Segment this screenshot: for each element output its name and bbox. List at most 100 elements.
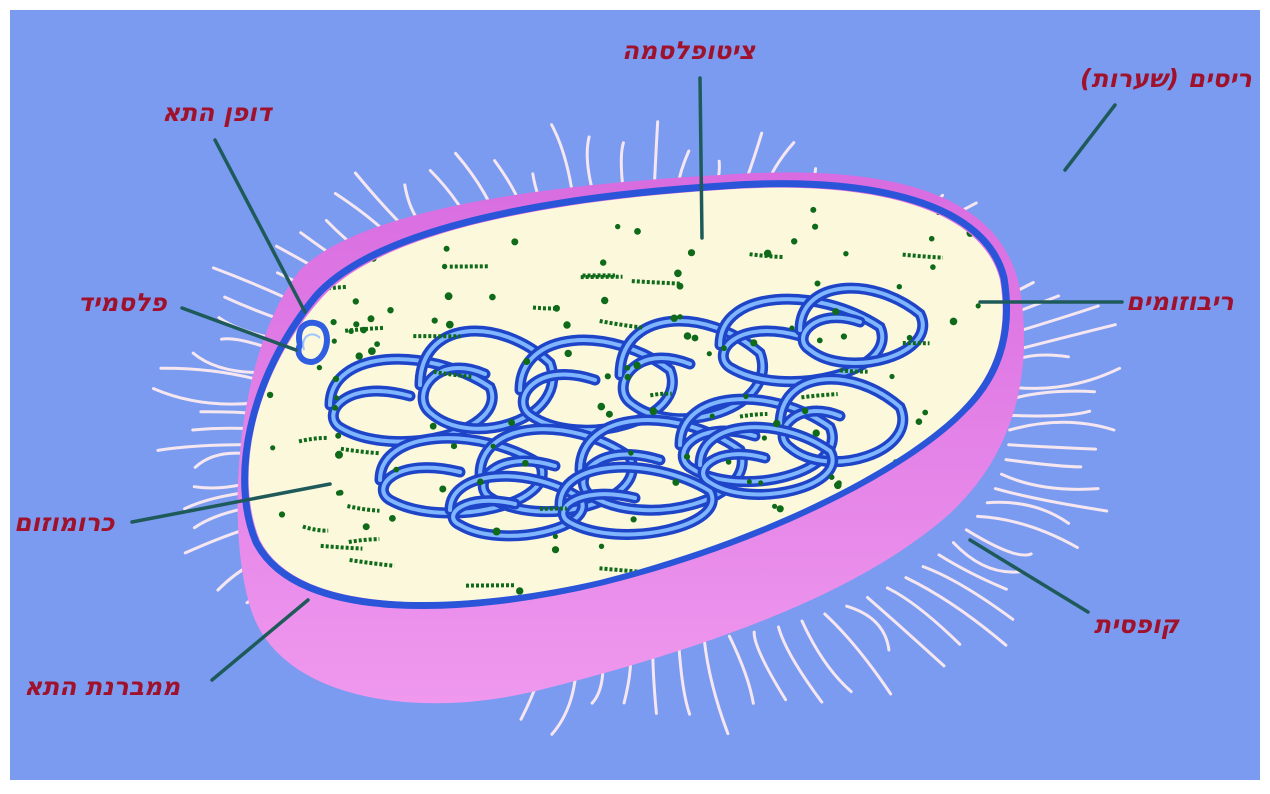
ribosome xyxy=(684,454,689,459)
ribosome xyxy=(829,475,834,480)
ribosome xyxy=(774,420,780,426)
label-pili: ריסים (שערות) xyxy=(1080,64,1252,93)
ribosome xyxy=(815,281,820,286)
ribosome xyxy=(430,423,436,429)
ribosome xyxy=(354,322,359,327)
ribosome xyxy=(606,411,612,417)
ribosome xyxy=(523,460,529,466)
ribosome xyxy=(599,544,603,548)
ribosome xyxy=(625,366,630,371)
ribosome xyxy=(747,480,751,484)
ribosome-chain xyxy=(321,546,363,549)
ribosome xyxy=(710,414,714,418)
ribosome xyxy=(792,239,797,244)
ribosome xyxy=(390,516,396,522)
ribosome xyxy=(813,430,819,436)
ribosome xyxy=(841,334,846,339)
ribosome xyxy=(744,394,748,398)
ribosome xyxy=(673,479,679,485)
label-plasmid: פלסמיד xyxy=(78,288,167,317)
ribosome xyxy=(833,309,839,315)
ribosome xyxy=(331,320,336,325)
ribosome xyxy=(509,420,515,426)
ribosome xyxy=(773,504,777,508)
ribosome xyxy=(375,342,380,347)
ribosome xyxy=(335,396,339,400)
ribosome xyxy=(517,588,523,594)
ribosome xyxy=(650,408,657,415)
ribosome xyxy=(762,436,766,440)
ribosome xyxy=(907,335,912,340)
ribosome xyxy=(267,392,272,397)
ribosome xyxy=(777,506,783,512)
label-chromosome: כרומוזום xyxy=(14,508,114,537)
ribosome xyxy=(446,321,453,328)
ribosome xyxy=(442,264,446,268)
ribosome xyxy=(353,299,358,304)
ribosome xyxy=(629,451,633,455)
ribosome xyxy=(813,224,818,229)
ribosome xyxy=(332,339,336,343)
ribosome xyxy=(931,265,936,270)
ribosome xyxy=(394,467,399,472)
ribosome xyxy=(338,490,343,495)
ribosome xyxy=(835,482,842,489)
ribosome xyxy=(451,444,456,449)
ribosome xyxy=(678,315,682,319)
ribosome xyxy=(890,374,894,378)
ribosome xyxy=(759,481,763,485)
ribosome xyxy=(271,446,275,450)
ribosome xyxy=(598,403,605,410)
ribosome xyxy=(317,365,321,369)
ribosome xyxy=(333,405,338,410)
ribosome xyxy=(923,410,928,415)
ribosome xyxy=(688,250,694,256)
ribosome xyxy=(601,260,606,265)
ribosome xyxy=(790,326,794,330)
ribosome xyxy=(722,346,727,351)
ribosome xyxy=(491,444,495,448)
ribosome xyxy=(916,419,922,425)
ribosome xyxy=(565,350,571,356)
ribosome xyxy=(388,308,393,313)
ribosome xyxy=(605,374,610,379)
ribosome xyxy=(336,451,343,458)
ribosome xyxy=(625,374,631,380)
ribosome xyxy=(440,486,446,492)
ribosome xyxy=(432,318,437,323)
ribosome xyxy=(493,528,500,535)
label-cytoplasm: ציטופלסמה xyxy=(622,36,755,65)
ribosome xyxy=(811,207,816,212)
ribosome xyxy=(333,376,338,381)
ribosome xyxy=(445,293,452,300)
ribosome xyxy=(369,348,376,355)
ribosome xyxy=(897,285,901,289)
ribosome xyxy=(817,338,822,343)
ribosome xyxy=(552,547,558,553)
ribosome xyxy=(564,322,570,328)
ribosome xyxy=(950,318,957,325)
ribosome xyxy=(671,315,677,321)
leader-line-cytoplasm xyxy=(700,78,702,238)
ribosome xyxy=(490,294,496,300)
label-cell-wall: דופן התא xyxy=(162,98,271,127)
ribosome xyxy=(524,359,530,365)
ribosome xyxy=(444,246,449,251)
ribosome xyxy=(802,408,808,414)
ribosome xyxy=(634,362,640,368)
ribosome xyxy=(976,304,980,308)
ribosome xyxy=(602,297,608,303)
ribosome xyxy=(707,352,711,356)
ribosome xyxy=(631,517,636,522)
ribosome xyxy=(929,236,934,241)
ribosome xyxy=(512,239,518,245)
ribosome xyxy=(336,433,341,438)
ribosome xyxy=(478,479,484,485)
ribosome xyxy=(684,333,691,340)
ribosome xyxy=(368,316,374,322)
ribosome xyxy=(751,340,757,346)
ribosome xyxy=(616,224,620,228)
ribosome xyxy=(635,229,641,235)
label-ribosomes: ריבוזומים xyxy=(1126,287,1234,316)
